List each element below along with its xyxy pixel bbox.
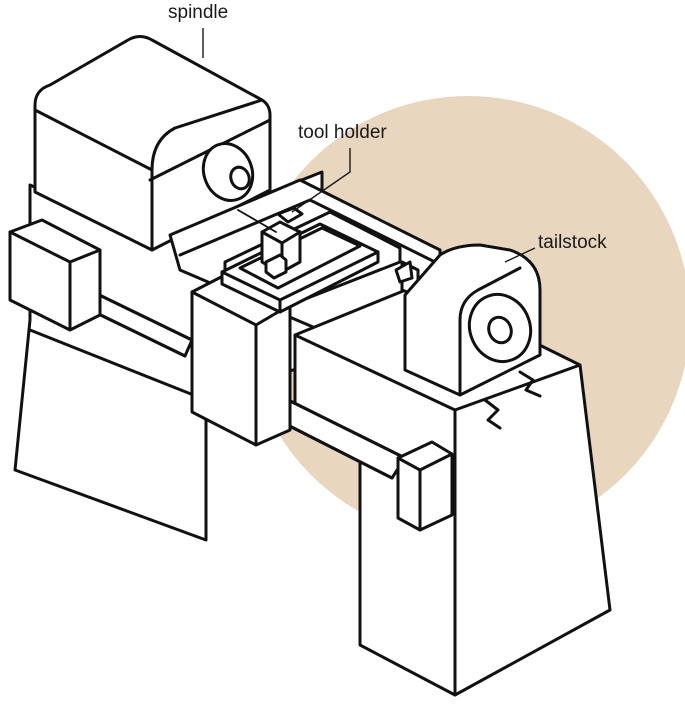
tool-holder-label: tool holder [298, 122, 387, 143]
tool-holder [237, 206, 304, 280]
tailstock-head [394, 243, 542, 397]
left-bearing-block [8, 218, 102, 332]
tailstock-label: tailstock [538, 232, 607, 253]
carriage [190, 210, 402, 447]
tool-holder-leader [291, 148, 351, 213]
right-bearing-block [396, 440, 454, 532]
spindle-chuck [201, 142, 255, 202]
tailstock-leader [504, 247, 536, 263]
spindle-label: spindle [168, 2, 228, 23]
